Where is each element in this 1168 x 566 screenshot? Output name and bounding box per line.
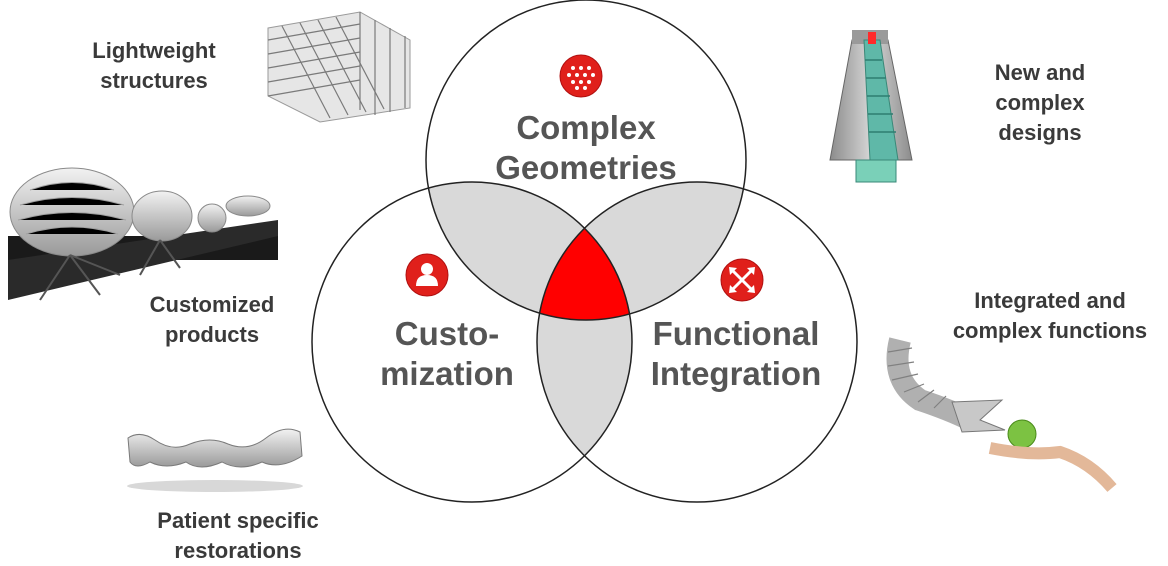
label-patient-restorations: Patient specific restorations (138, 506, 338, 566)
lattice-icon (559, 54, 603, 98)
integration-arrows-icon (720, 258, 764, 302)
label-line: Patient specific (157, 508, 319, 533)
overlap-top-right (537, 182, 746, 320)
label-line: Integrated and (974, 288, 1126, 313)
label-line: structures (100, 68, 208, 93)
label-line: complex (995, 90, 1085, 115)
label-customized-products: Customized products (132, 290, 292, 350)
label-line: Customized (149, 292, 275, 317)
robotic-gripper-image (886, 337, 1117, 492)
label-line: Lightweight (92, 38, 216, 63)
title-line: mization (380, 355, 514, 392)
title-line: Integration (650, 355, 822, 392)
label-new-complex-designs: New and complex designs (960, 58, 1120, 148)
lattice-cube-image (267, 11, 411, 123)
label-line: restorations (174, 538, 302, 563)
label-integrated-functions: Integrated and complex functions (940, 286, 1160, 346)
overlap-top-left (426, 182, 632, 320)
label-line: products (164, 322, 260, 347)
title-line: Geometries (495, 149, 677, 186)
circle-functional-integration (536, 181, 858, 503)
circle-customization (311, 181, 633, 503)
title-complex-geometries: Complex Geometries (486, 108, 686, 188)
dental-bridge-image (127, 428, 303, 492)
title-customization: Custo- mization (357, 314, 537, 394)
nozzle-cross-section-image (829, 30, 913, 183)
title-line: Complex (516, 109, 656, 146)
lamp-products-image (8, 167, 278, 301)
label-lightweight-structures: Lightweight structures (74, 36, 234, 96)
title-line: Functional (652, 315, 820, 352)
circle-complex-geometries (425, 0, 747, 321)
label-line: New and (994, 60, 1086, 85)
title-functional-integration: Functional Integration (636, 314, 836, 394)
title-line: Custo- (394, 315, 500, 352)
label-line: complex functions (952, 318, 1148, 343)
person-icon (405, 253, 449, 297)
label-line: designs (998, 120, 1082, 145)
